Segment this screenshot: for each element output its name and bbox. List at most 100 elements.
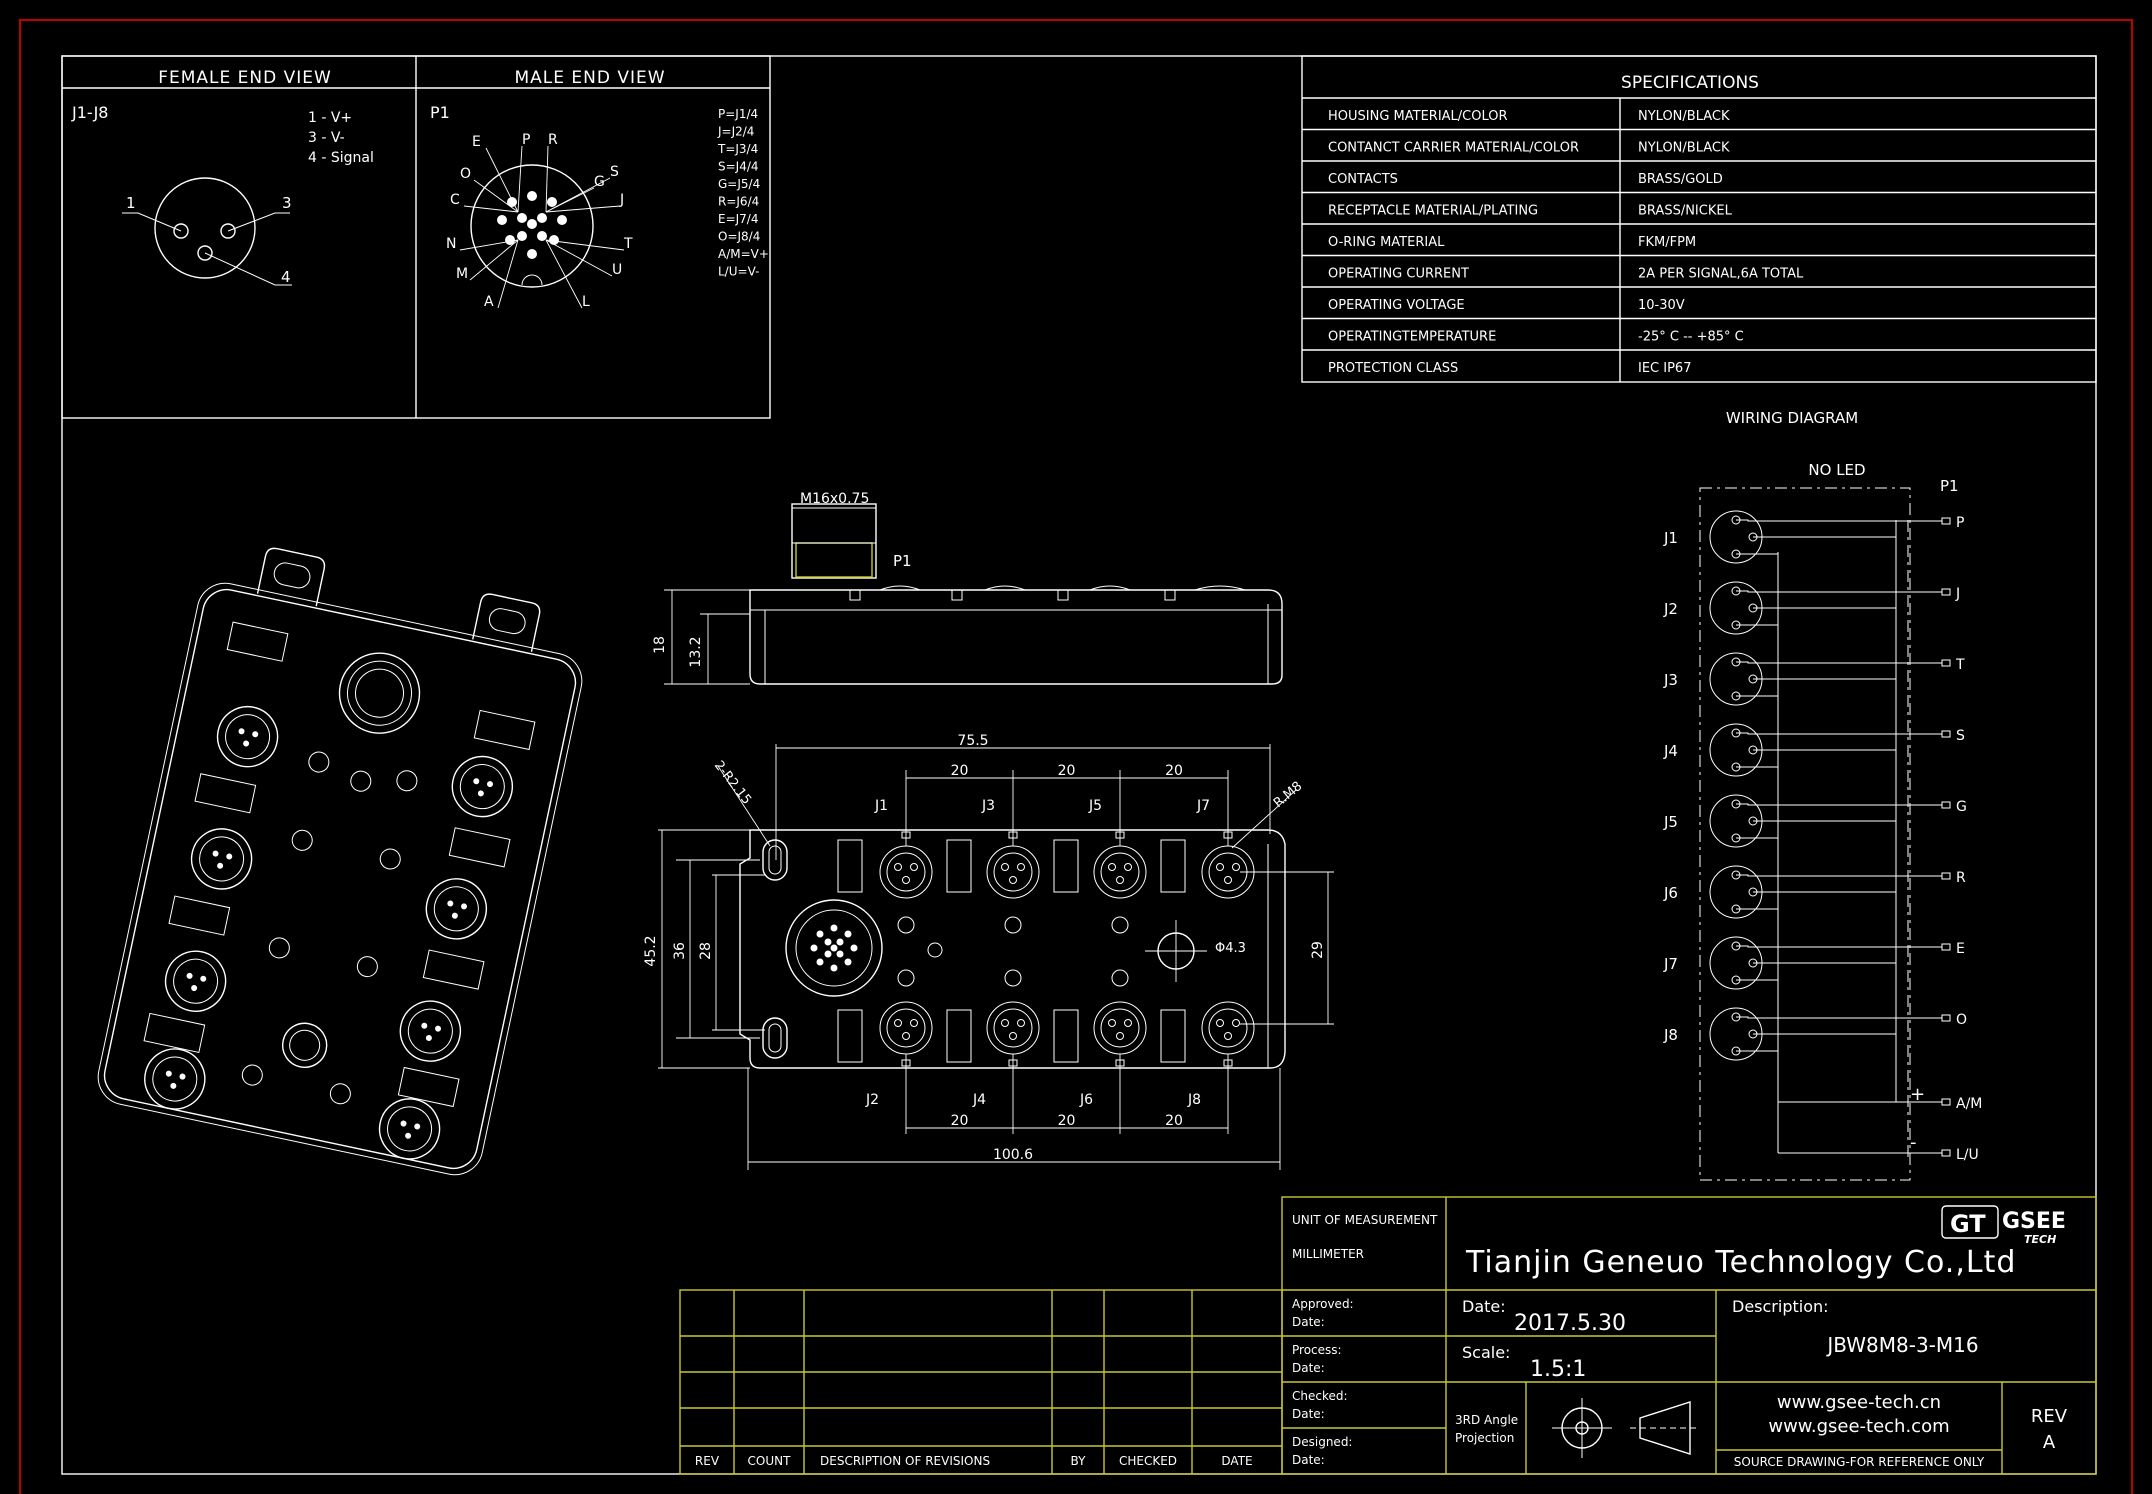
rev-header-3: BY (1071, 1454, 1087, 1468)
male-pin (517, 213, 527, 223)
wiring-port-label-J1: J1 (1663, 529, 1678, 547)
wiring-power-am: A/M (1956, 1096, 1982, 1112)
wiring-output-P: P (1956, 515, 1964, 531)
iso-label-plate (448, 827, 511, 868)
spec-label-3: RECEPTACLE MATERIAL/PLATING (1328, 204, 1538, 219)
wiring-port-J2: J2J (1663, 581, 1960, 635)
rev-header-1: COUNT (748, 1454, 792, 1468)
wiring-port-J6: J6 R (1663, 865, 1966, 919)
male-pin-label-M: M (456, 266, 468, 282)
wiring-port-label-J4: J4 (1663, 742, 1678, 760)
top-p1-pin (810, 944, 818, 952)
top-dim-36: 36 (672, 942, 688, 960)
top-pitch-0: 20 (951, 763, 969, 779)
wiring-port-J4: J4S (1663, 723, 1965, 777)
wiring-output-O: O (1956, 1012, 1967, 1028)
male-pin-label-U: U (612, 262, 622, 278)
wiring-port-J7: J7E (1663, 936, 1965, 990)
wiring-port-label-J6: J6 (1663, 884, 1678, 902)
specifications-title: SPECIFICATIONS (1621, 73, 1759, 93)
projection-symbol (1552, 1398, 1700, 1458)
scale-label: Scale: (1462, 1343, 1510, 1362)
male-mapping-8: A/M=V+ (718, 247, 769, 261)
wiring-title: WIRING DIAGRAM (1726, 409, 1858, 427)
male-mapping-2: T=J3/4 (717, 142, 758, 156)
iso-label-plate (422, 949, 485, 990)
designed-label: Designed: (1292, 1435, 1352, 1449)
approved-label: Approved: (1292, 1297, 1354, 1311)
top-p1-pin (850, 944, 858, 952)
side-dim-13-2: 13.2 (688, 636, 704, 667)
wiring-port-label-J5: J5 (1663, 813, 1678, 831)
spec-value-4: FKM/FPM (1638, 235, 1696, 250)
male-pin-leader (545, 239, 613, 277)
outer-frame (19, 19, 2133, 1494)
top-port-J3: J3 (981, 798, 1040, 899)
spec-label-6: OPERATING VOLTAGE (1328, 298, 1465, 313)
male-mapping-5: R=J6/4 (718, 195, 759, 209)
male-end-view-title: MALE END VIEW (514, 68, 665, 88)
top-mount-hole (897, 969, 915, 987)
top-p1-pin (830, 924, 838, 932)
spec-value-8: IEC IP67 (1638, 361, 1691, 376)
male-pin (505, 235, 515, 245)
top-mount-hole (927, 942, 943, 958)
female-legend-2: 3 - V- (308, 130, 345, 146)
wiring-diagram: WIRING DIAGRAM NO LED P1 J1PJ2JJ3TJ4SJ5G… (1663, 409, 1982, 1181)
male-mapping-3: S=J4/4 (718, 160, 759, 174)
male-ref: P1 (430, 103, 450, 122)
process-date-label: Date: (1292, 1361, 1325, 1375)
male-pin-leader (497, 239, 519, 309)
spec-value-7: -25° C -- +85° C (1638, 330, 1744, 345)
bottom-port-J4: J4 (972, 1001, 1040, 1108)
spec-value-1: NYLON/BLACK (1638, 141, 1730, 156)
side-dim-18: 18 (652, 636, 668, 654)
female-legend-1: 1 - V+ (308, 110, 352, 126)
male-pin-label-E: E (472, 134, 481, 150)
male-pin-label-S: S (610, 164, 619, 180)
top-mount-hole (1111, 916, 1129, 934)
checked-date-label: Date: (1292, 1407, 1325, 1421)
male-mapping-9: L/U=V- (718, 265, 759, 279)
male-pin (557, 215, 567, 225)
spec-value-2: BRASS/GOLD (1638, 172, 1723, 187)
male-pin (497, 215, 507, 225)
male-pin-label-A: A (484, 294, 494, 310)
iso-label-plate (226, 621, 289, 662)
wiring-output-R: R (1956, 870, 1966, 886)
top-port-label-J5: J5 (1088, 798, 1102, 814)
iso-port (190, 828, 253, 890)
top-mount-hole (897, 916, 915, 934)
male-mapping-1: J=J2/4 (717, 125, 754, 139)
wiring-port-J3: J3T (1663, 652, 1965, 706)
side-nubs (849, 585, 1246, 601)
iso-port (164, 950, 227, 1012)
date-value: 2017.5.30 (1514, 1311, 1626, 1336)
unit-label: UNIT OF MEASUREMENT (1292, 1213, 1438, 1227)
projection-line-2: Projection (1455, 1431, 1514, 1445)
top-port-J5: J5 (1088, 798, 1147, 899)
iso-mount-hole (308, 751, 330, 773)
spec-label-7: OPERATINGTEMPERATURE (1328, 330, 1496, 345)
side-thread-label: M16x0.75 (800, 491, 869, 507)
top-slot-label: 2-R2.15 (711, 758, 754, 807)
spec-value-0: NYLON/BLACK (1638, 109, 1730, 124)
top-p1-pin (824, 938, 832, 946)
side-view: M16x0.75 P1 18 13.2 (652, 491, 1283, 685)
bottom-port-label-J6: J6 (1079, 1092, 1093, 1108)
top-p1-pin (830, 944, 838, 952)
process-label: Process: (1292, 1343, 1342, 1357)
top-p1-pin (844, 930, 852, 938)
male-pin-label-C: C (450, 192, 460, 208)
female-ref: J1-J8 (71, 103, 108, 122)
male-pin (517, 231, 527, 241)
bottom-port-J2: J2 (865, 1001, 933, 1108)
male-pin-leader (463, 205, 519, 213)
top-p1-pin (844, 958, 852, 966)
company-name: Tianjin Geneuo Technology Co.,Ltd (1465, 1245, 2016, 1280)
url-1: www.gsee-tech.cn (1777, 1392, 1941, 1413)
wiring-power-lu: L/U (1956, 1147, 1979, 1163)
rev-header-4: CHECKED (1119, 1454, 1177, 1468)
